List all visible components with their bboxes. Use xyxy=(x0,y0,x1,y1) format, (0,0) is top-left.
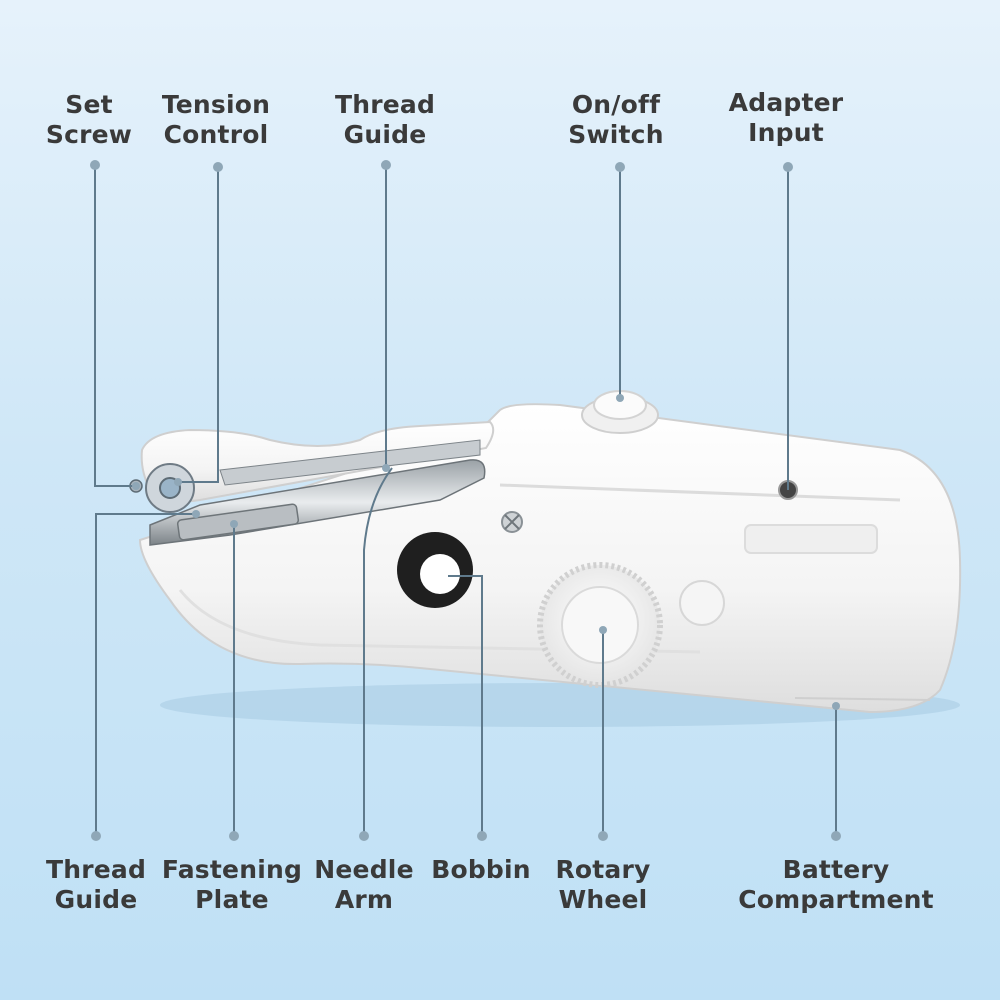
leader-rotary-end xyxy=(599,626,607,634)
leader-tension-dot xyxy=(213,162,223,172)
leader-needle-arm xyxy=(363,467,393,836)
leader-fastening-plate-end xyxy=(230,520,238,528)
label-on-off-switch: On/off Switch xyxy=(568,90,664,149)
leader-rotary-dot xyxy=(598,831,608,841)
leader-fastening-plate-dot xyxy=(229,831,239,841)
bobbin-center xyxy=(420,554,460,594)
leader-thread-guide-top-dot xyxy=(381,160,391,170)
label-thread-guide-bottom: Thread Guide xyxy=(45,855,147,914)
leader-bobbin-dot xyxy=(477,831,487,841)
leader-set-screw-dot xyxy=(90,160,100,170)
side-screw-slot xyxy=(504,514,520,530)
rotary-wheel-hub xyxy=(561,586,639,664)
needle-arm-rail xyxy=(219,439,481,486)
leader-adapter-dot xyxy=(783,162,793,172)
label-adapter-input: Adapter Input xyxy=(728,88,844,147)
label-set-screw: Set Screw xyxy=(45,90,133,149)
leader-thread-guide-bottom xyxy=(95,513,196,836)
leader-battery-end xyxy=(832,702,840,710)
label-battery-compartment: Battery Compartment xyxy=(738,855,934,914)
label-recess xyxy=(744,524,878,554)
bottom-groove xyxy=(178,589,701,654)
label-needle-arm: Needle Arm xyxy=(314,855,414,914)
leader-tension xyxy=(178,167,219,483)
label-rotary-wheel: Rotary Wheel xyxy=(555,855,651,914)
leader-tension-end xyxy=(174,478,182,486)
label-tension-control: Tension Control xyxy=(161,90,271,149)
fastening-plate-shape xyxy=(176,503,300,541)
leader-thread-guide-top-end xyxy=(382,464,390,472)
leader-on-off-dot xyxy=(615,162,625,172)
label-bobbin: Bobbin xyxy=(431,855,531,884)
battery-seam xyxy=(794,697,931,701)
leader-thread-guide-bottom-dot xyxy=(91,831,101,841)
leader-bobbin xyxy=(448,575,483,836)
leader-lines xyxy=(90,160,841,841)
small-round-button xyxy=(679,580,725,626)
side-groove xyxy=(499,483,901,502)
leader-set-screw-end xyxy=(132,482,140,490)
leader-battery-dot xyxy=(831,831,841,841)
leader-on-off-end xyxy=(616,394,624,402)
label-fastening-plate: Fastening Plate xyxy=(161,855,303,914)
label-thread-guide-top: Thread Guide xyxy=(334,90,436,149)
leader-needle-arm-dot xyxy=(359,831,369,841)
leader-thread-guide-bottom-end xyxy=(192,510,200,518)
leader-set-screw xyxy=(94,165,136,487)
